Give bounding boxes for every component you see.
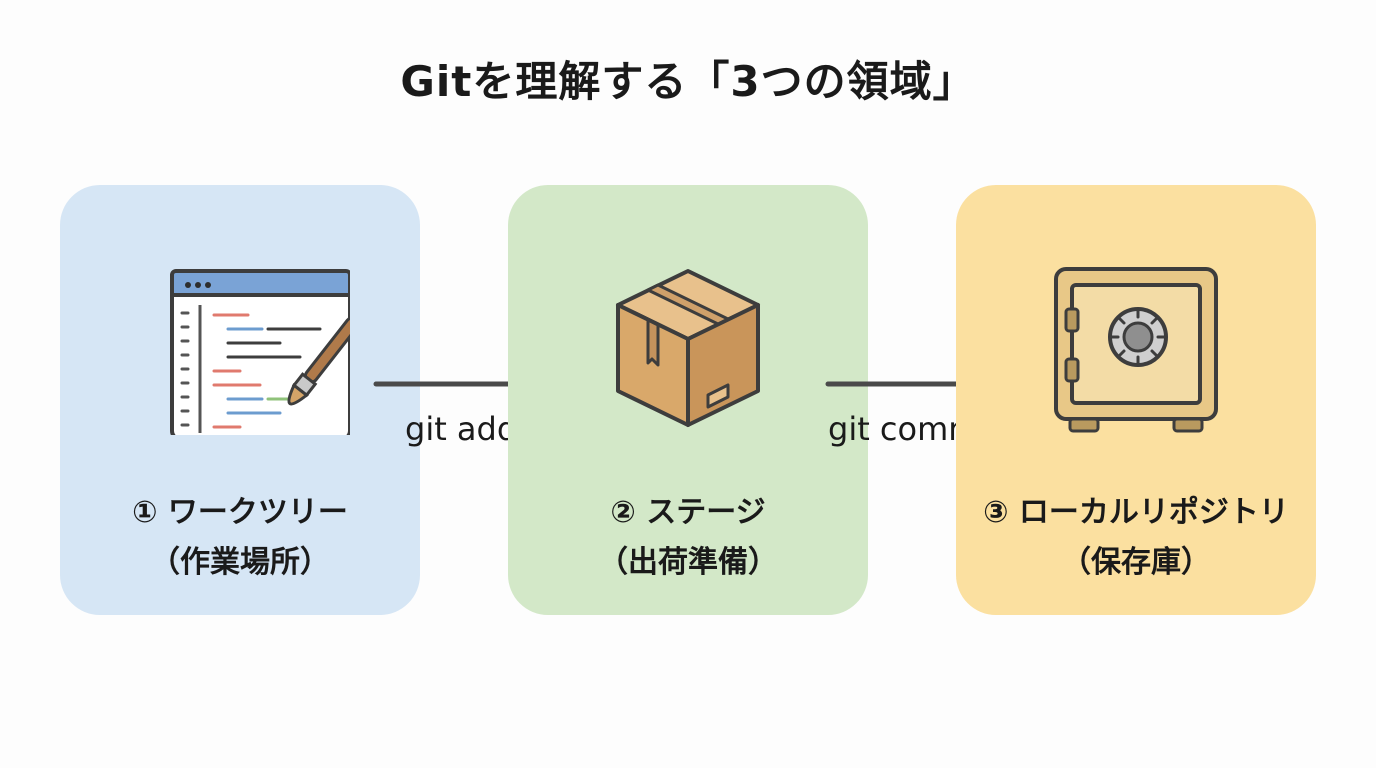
local-repository-panel: ③ ローカルリポジトリ （保存庫） — [956, 185, 1316, 615]
local-repository-sublabel: （保存庫） — [1061, 545, 1211, 580]
worktree-label: ① ワークツリー — [132, 495, 348, 530]
stage-sublabel: （出荷準備） — [598, 545, 778, 580]
worktree-sublabel: （作業場所） — [150, 545, 330, 580]
cardboard-box-icon — [508, 255, 868, 455]
stage-label: ② ステージ — [610, 495, 766, 530]
diagram-title: Gitを理解する「3つの領域」 — [400, 57, 976, 106]
git-add-label: git add — [405, 410, 518, 448]
local-repository-label: ③ ローカルリポジトリ — [983, 495, 1289, 530]
safe-icon — [956, 255, 1316, 455]
code-editor-paintbrush-icon — [60, 255, 420, 455]
worktree-panel: ① ワークツリー （作業場所） — [60, 185, 420, 615]
stage-panel: ② ステージ （出荷準備） — [508, 185, 868, 615]
